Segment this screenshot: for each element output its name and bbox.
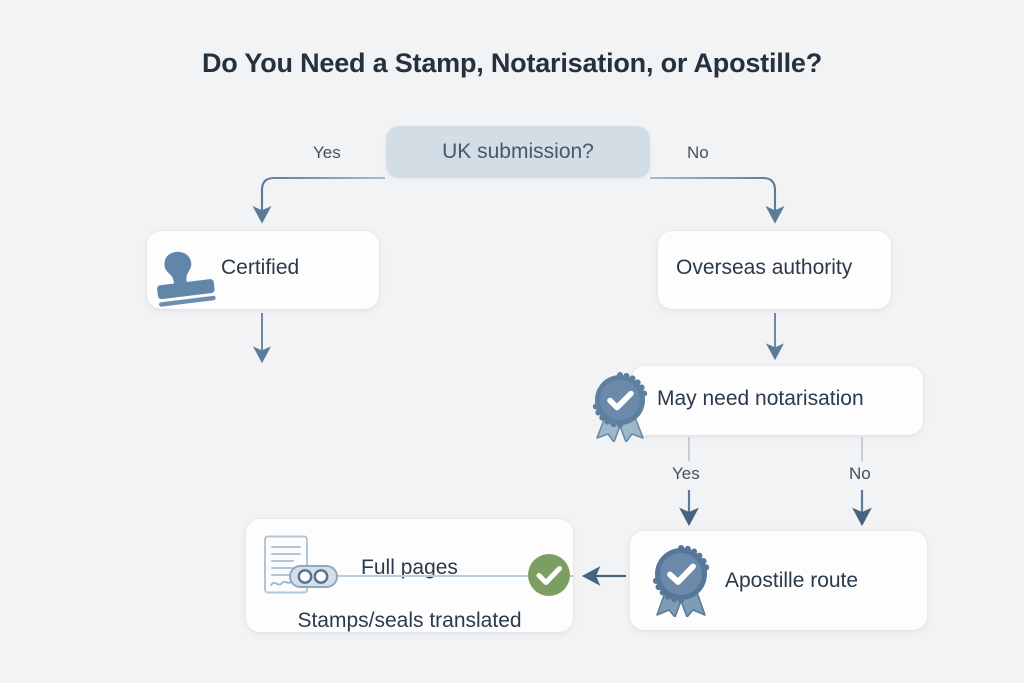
node-apostille-label: Apostille route [725,569,859,592]
stamp-icon [157,251,216,307]
node-overseas-authority[interactable]: Overseas authority [658,231,891,309]
node-notarisation-label: May need notarisation [657,387,864,410]
node-may-need-notarisation[interactable]: May need notarisation [631,366,923,435]
edge-yes-certified [252,176,385,224]
edge-no-overseas [650,176,785,224]
output-top-label: Full pages [361,556,458,579]
rosette-check-icon [592,372,648,442]
rosette-check-icon [652,545,710,617]
branch-label-no-top: No [687,143,709,162]
decision-node-uk-submission[interactable]: UK submission? [386,126,650,178]
node-overseas-label: Overseas authority [676,256,853,279]
branch-label-yes-top: Yes [313,143,341,162]
output-bottom-label: Stamps/seals translated [297,609,522,632]
branch-label-yes-mid: Yes [672,464,700,483]
page-title: Do You Need a Stamp, Notarisation, or Ap… [202,48,822,78]
node-certified-label: Certified [221,256,300,279]
branch-label-no-mid: No [849,464,871,483]
green-check-icon [528,554,570,596]
decision-label: UK submission? [442,140,594,163]
document-seal-icon [264,535,338,594]
